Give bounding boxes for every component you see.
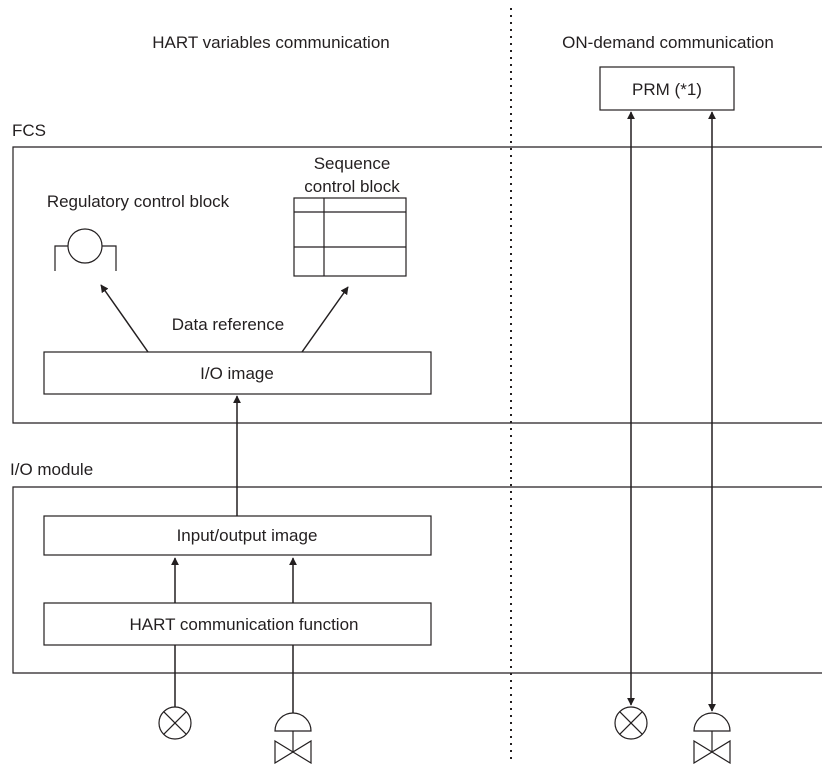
hart-function-box: [43, 602, 432, 646]
fcs-io-image-box: [43, 351, 432, 395]
fcs-label: FCS: [12, 121, 46, 140]
io-image-label: Input/output image: [177, 526, 318, 545]
control-valve-icon: [693, 712, 731, 764]
heading-on-demand: ON-demand communication: [562, 33, 774, 52]
regulatory-block-label: Regulatory control block: [47, 192, 230, 211]
sequence-block-label-line1: Sequence: [314, 154, 391, 173]
io-module-label: I/O module: [10, 460, 93, 479]
control-valve-icon: [274, 712, 312, 764]
fcs-region: [12, 146, 822, 424]
sequence-block-label-line2: control block: [304, 177, 400, 196]
regulatory-block-icon: [54, 228, 117, 271]
hart-function-label: HART communication function: [130, 615, 359, 634]
io-image-box: [43, 515, 432, 556]
sequence-block-icon: [293, 197, 407, 277]
io-module-region: [12, 486, 822, 674]
flow-transmitter-icon: [614, 706, 648, 740]
arrow-to-sequence: [301, 286, 349, 353]
flow-transmitter-icon: [158, 706, 192, 740]
prm-label: PRM (*1): [632, 80, 702, 99]
heading-hart-variables: HART variables communication: [152, 33, 389, 52]
prm-box: [599, 66, 735, 111]
data-reference-label: Data reference: [172, 315, 284, 334]
arrow-to-regulatory: [100, 284, 149, 353]
fcs-io-image-label: I/O image: [200, 364, 274, 383]
